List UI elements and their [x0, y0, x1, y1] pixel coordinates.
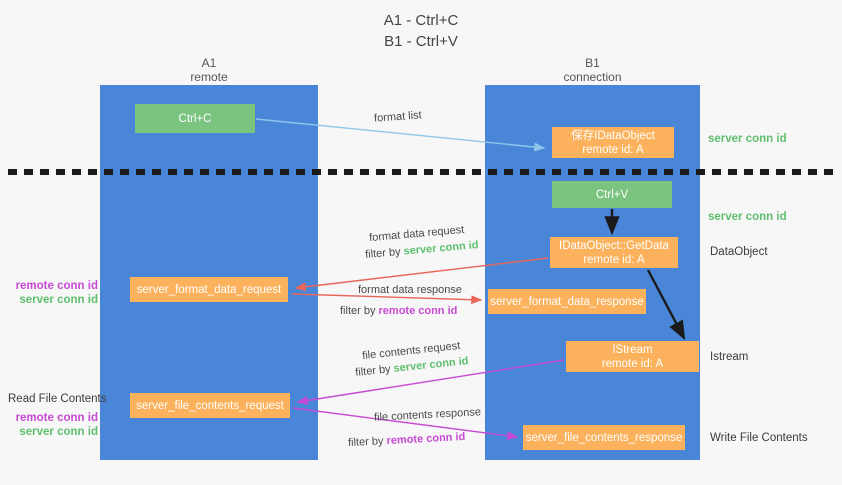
edge-label-file-contents-response-filter: filter by remote conn id — [348, 431, 466, 449]
box-ctrl-c[interactable]: Ctrl+C — [135, 104, 255, 133]
column-header-a1: A1 remote — [100, 56, 318, 84]
edge-label-format-data-response: format data response — [358, 284, 462, 296]
title-line-1: A1 - Ctrl+C — [383, 12, 459, 29]
label-remote-conn-id: remote conn id — [15, 412, 98, 424]
filter-prefix: filter by — [364, 245, 405, 261]
box-saved-dataobject-line1: 保存IDataObject — [571, 129, 655, 142]
side-label-read-file-contents: Read File Contents — [8, 393, 107, 405]
box-getdata-line2: remote id: A — [583, 253, 645, 266]
page-title: A1 - Ctrl+C B1 - Ctrl+V — [0, 10, 842, 52]
box-server-file-contents-response[interactable]: server_file_contents_response — [523, 425, 685, 450]
label-server-conn-id: server conn id — [19, 294, 98, 306]
edge-label-format-data-response-filter: filter by remote conn id — [340, 305, 457, 317]
box-saved-dataobject[interactable]: 保存IDataObject remote id: A — [552, 127, 674, 158]
filter-value-server-conn-id: server conn id — [392, 355, 470, 375]
box-ctrl-v-label: Ctrl+V — [595, 188, 629, 201]
side-label-conn-id-pair-top: remote conn id server conn id — [8, 279, 98, 307]
side-label-dataobject: DataObject — [710, 246, 768, 258]
box-server-format-data-request[interactable]: server_format_data_request — [130, 277, 288, 302]
side-label-server-conn-id-mid: server conn id — [708, 211, 787, 223]
box-istream-line2: remote id: A — [601, 357, 664, 370]
side-label-istream: Istream — [710, 351, 749, 363]
box-server-format-data-response[interactable]: server_format_data_response — [488, 289, 646, 314]
box-istream[interactable]: IStream remote id: A — [566, 341, 699, 372]
box-saved-dataobject-line2: remote id: A — [582, 143, 644, 156]
filter-value-server-conn-id: server conn id — [403, 239, 480, 258]
box-server-file-contents-response-label: server_file_contents_response — [525, 431, 683, 444]
filter-prefix: filter by — [340, 305, 379, 317]
label-remote-conn-id: remote conn id — [15, 280, 98, 292]
column-a1-name: A1 — [201, 56, 217, 70]
box-server-format-data-request-label: server_format_data_request — [136, 283, 282, 296]
box-ctrl-v[interactable]: Ctrl+V — [552, 181, 672, 208]
column-a1-subtitle: remote — [190, 70, 228, 84]
box-istream-line1: IStream — [612, 343, 653, 356]
divider-dashed-line — [8, 169, 834, 175]
box-idataobject-getdata[interactable]: IDataObject::GetData remote id: A — [550, 237, 678, 268]
box-server-file-contents-request-label: server_file_contents_request — [136, 399, 284, 412]
column-b1-subtitle: connection — [563, 70, 622, 84]
edge-label-file-contents-response: file contents response — [373, 406, 482, 424]
side-label-write-file-contents: Write File Contents — [710, 432, 808, 444]
column-b1-name: B1 — [585, 56, 600, 70]
filter-prefix: filter by — [354, 362, 395, 379]
side-label-conn-id-pair-bottom: remote conn id server conn id — [8, 411, 98, 439]
filter-value-remote-conn-id: remote conn id — [386, 430, 466, 448]
box-ctrl-c-label: Ctrl+C — [178, 112, 212, 125]
filter-value-remote-conn-id: remote conn id — [378, 305, 458, 317]
box-server-format-data-response-label: server_format_data_response — [490, 295, 644, 308]
label-server-conn-id: server conn id — [19, 426, 98, 438]
box-server-file-contents-request[interactable]: server_file_contents_request — [130, 393, 290, 418]
filter-prefix: filter by — [347, 435, 387, 450]
title-line-2: B1 - Ctrl+V — [384, 33, 458, 50]
column-header-b1: B1 connection — [485, 56, 700, 84]
side-label-server-conn-id-top: server conn id — [708, 133, 787, 145]
edge-label-format-list: format list — [373, 109, 423, 125]
box-getdata-line1: IDataObject::GetData — [559, 239, 669, 252]
